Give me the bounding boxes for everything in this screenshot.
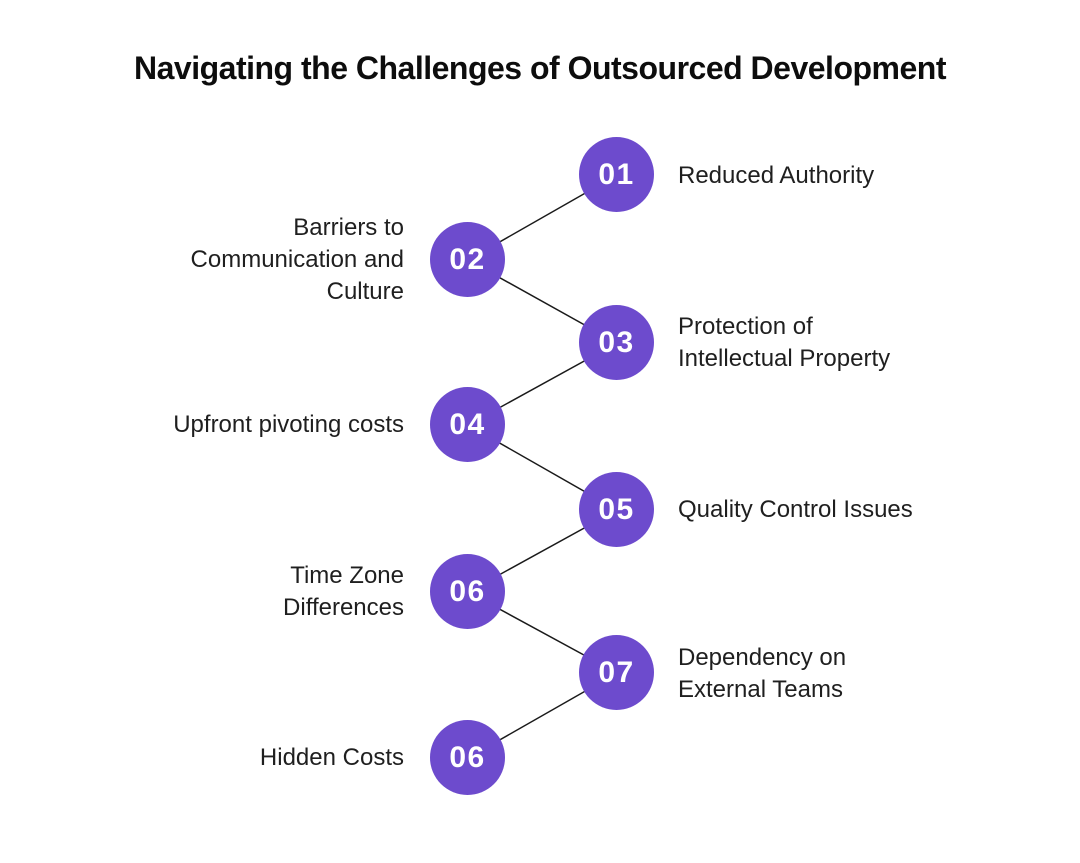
step-6-number: 06	[449, 574, 486, 608]
step-7-number: 07	[598, 655, 635, 689]
step-8-circle: 06	[430, 720, 505, 795]
step-1-number: 01	[598, 157, 635, 191]
step-4-circle: 04	[430, 387, 505, 462]
step-4-label: Upfront pivoting costs	[173, 411, 404, 438]
step-6-circle: 06	[430, 554, 505, 629]
step-3-label: Protection of Intellectual Property	[678, 313, 891, 372]
step-3-number: 03	[598, 325, 635, 359]
step-8-number: 06	[449, 740, 486, 774]
page-title: Navigating the Challenges of Outsourced …	[134, 50, 946, 86]
step-2-circle: 02	[430, 222, 505, 297]
step-3-circle: 03	[579, 305, 654, 380]
step-2-label: Barriers to Communication and Culture	[190, 214, 404, 305]
step-8-label: Hidden Costs	[259, 744, 404, 771]
step-5-circle: 05	[579, 472, 654, 547]
step-5-label: Quality Control Issues	[678, 496, 913, 523]
step-4-number: 04	[449, 407, 486, 441]
step-1-circle: 01	[579, 137, 654, 212]
step-7-label: Dependency on External Teams	[678, 644, 847, 703]
step-1-label: Reduced Authority	[678, 162, 875, 189]
step-5-number: 05	[598, 492, 635, 526]
step-6-label: Time Zone Differences	[283, 562, 404, 621]
step-2-number: 02	[449, 242, 486, 276]
step-7-circle: 07	[579, 635, 654, 710]
